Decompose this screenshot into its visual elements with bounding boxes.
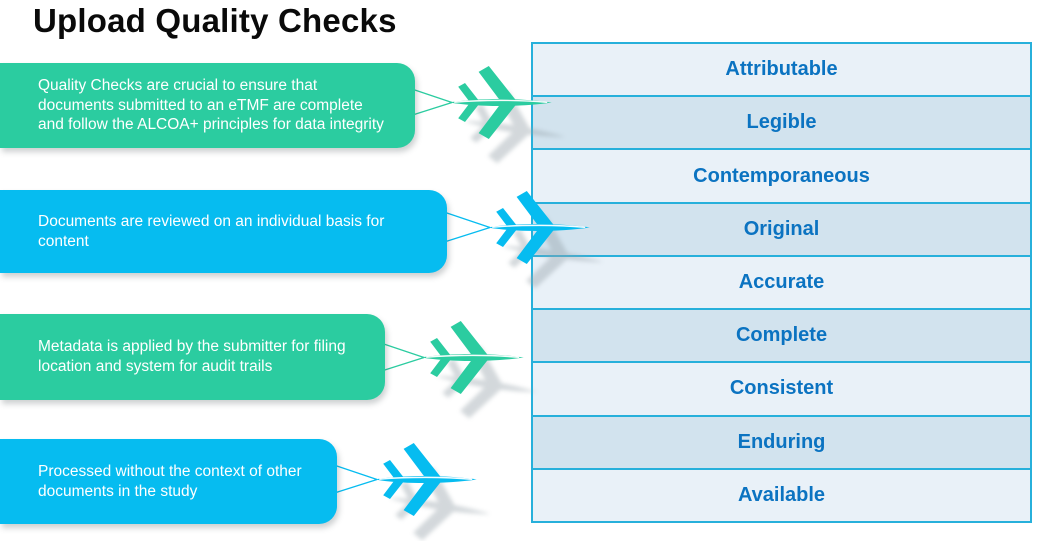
row-label: Contemporaneous (693, 164, 870, 187)
alcoa-row-attributable: Attributable (533, 44, 1030, 96)
callout-text: Processed without the context of other d… (38, 462, 302, 500)
row-label: Legible (746, 111, 817, 134)
callout-processed-without-context: Processed without the context of other d… (0, 439, 337, 524)
alcoa-row-accurate: Accurate (533, 254, 1030, 309)
row-label: Consistent (729, 377, 834, 400)
airplane-icon (437, 190, 609, 299)
row-label: Original (743, 217, 820, 240)
alcoa-row-contemporaneous: Contemporaneous (533, 148, 1030, 202)
airplane-icon (371, 320, 543, 429)
page-title: Upload Quality Checks (33, 2, 397, 39)
row-label: Available (737, 483, 826, 506)
row-label: Enduring (737, 430, 826, 453)
alcoa-row-original: Original (533, 201, 1030, 255)
row-label: Attributable (725, 58, 838, 81)
alcoa-row-complete: Complete (533, 308, 1030, 362)
alcoa-row-enduring: Enduring (533, 414, 1030, 468)
alcoa-row-consistent: Consistent (533, 361, 1030, 415)
callout-individual-review: Documents are reviewed on an individual … (0, 190, 447, 273)
row-label: Complete (735, 324, 828, 347)
callout-text: Metadata is applied by the submitter for… (38, 338, 346, 375)
callout-metadata: Metadata is applied by the submitter for… (0, 314, 385, 400)
airplane-icon (399, 65, 571, 174)
callout-text: Quality Checks are crucial to ensure tha… (38, 76, 384, 134)
alcoa-principles-table: Attributable Legible Contemporaneous Ori… (531, 42, 1032, 523)
callout-quality-checks: Quality Checks are crucial to ensure tha… (0, 63, 415, 148)
alcoa-row-legible: Legible (533, 95, 1030, 149)
alcoa-row-available: Available (533, 467, 1030, 521)
callout-text: Documents are reviewed on an individual … (38, 212, 385, 250)
row-label: Accurate (738, 270, 825, 293)
airplane-icon (324, 442, 496, 541)
